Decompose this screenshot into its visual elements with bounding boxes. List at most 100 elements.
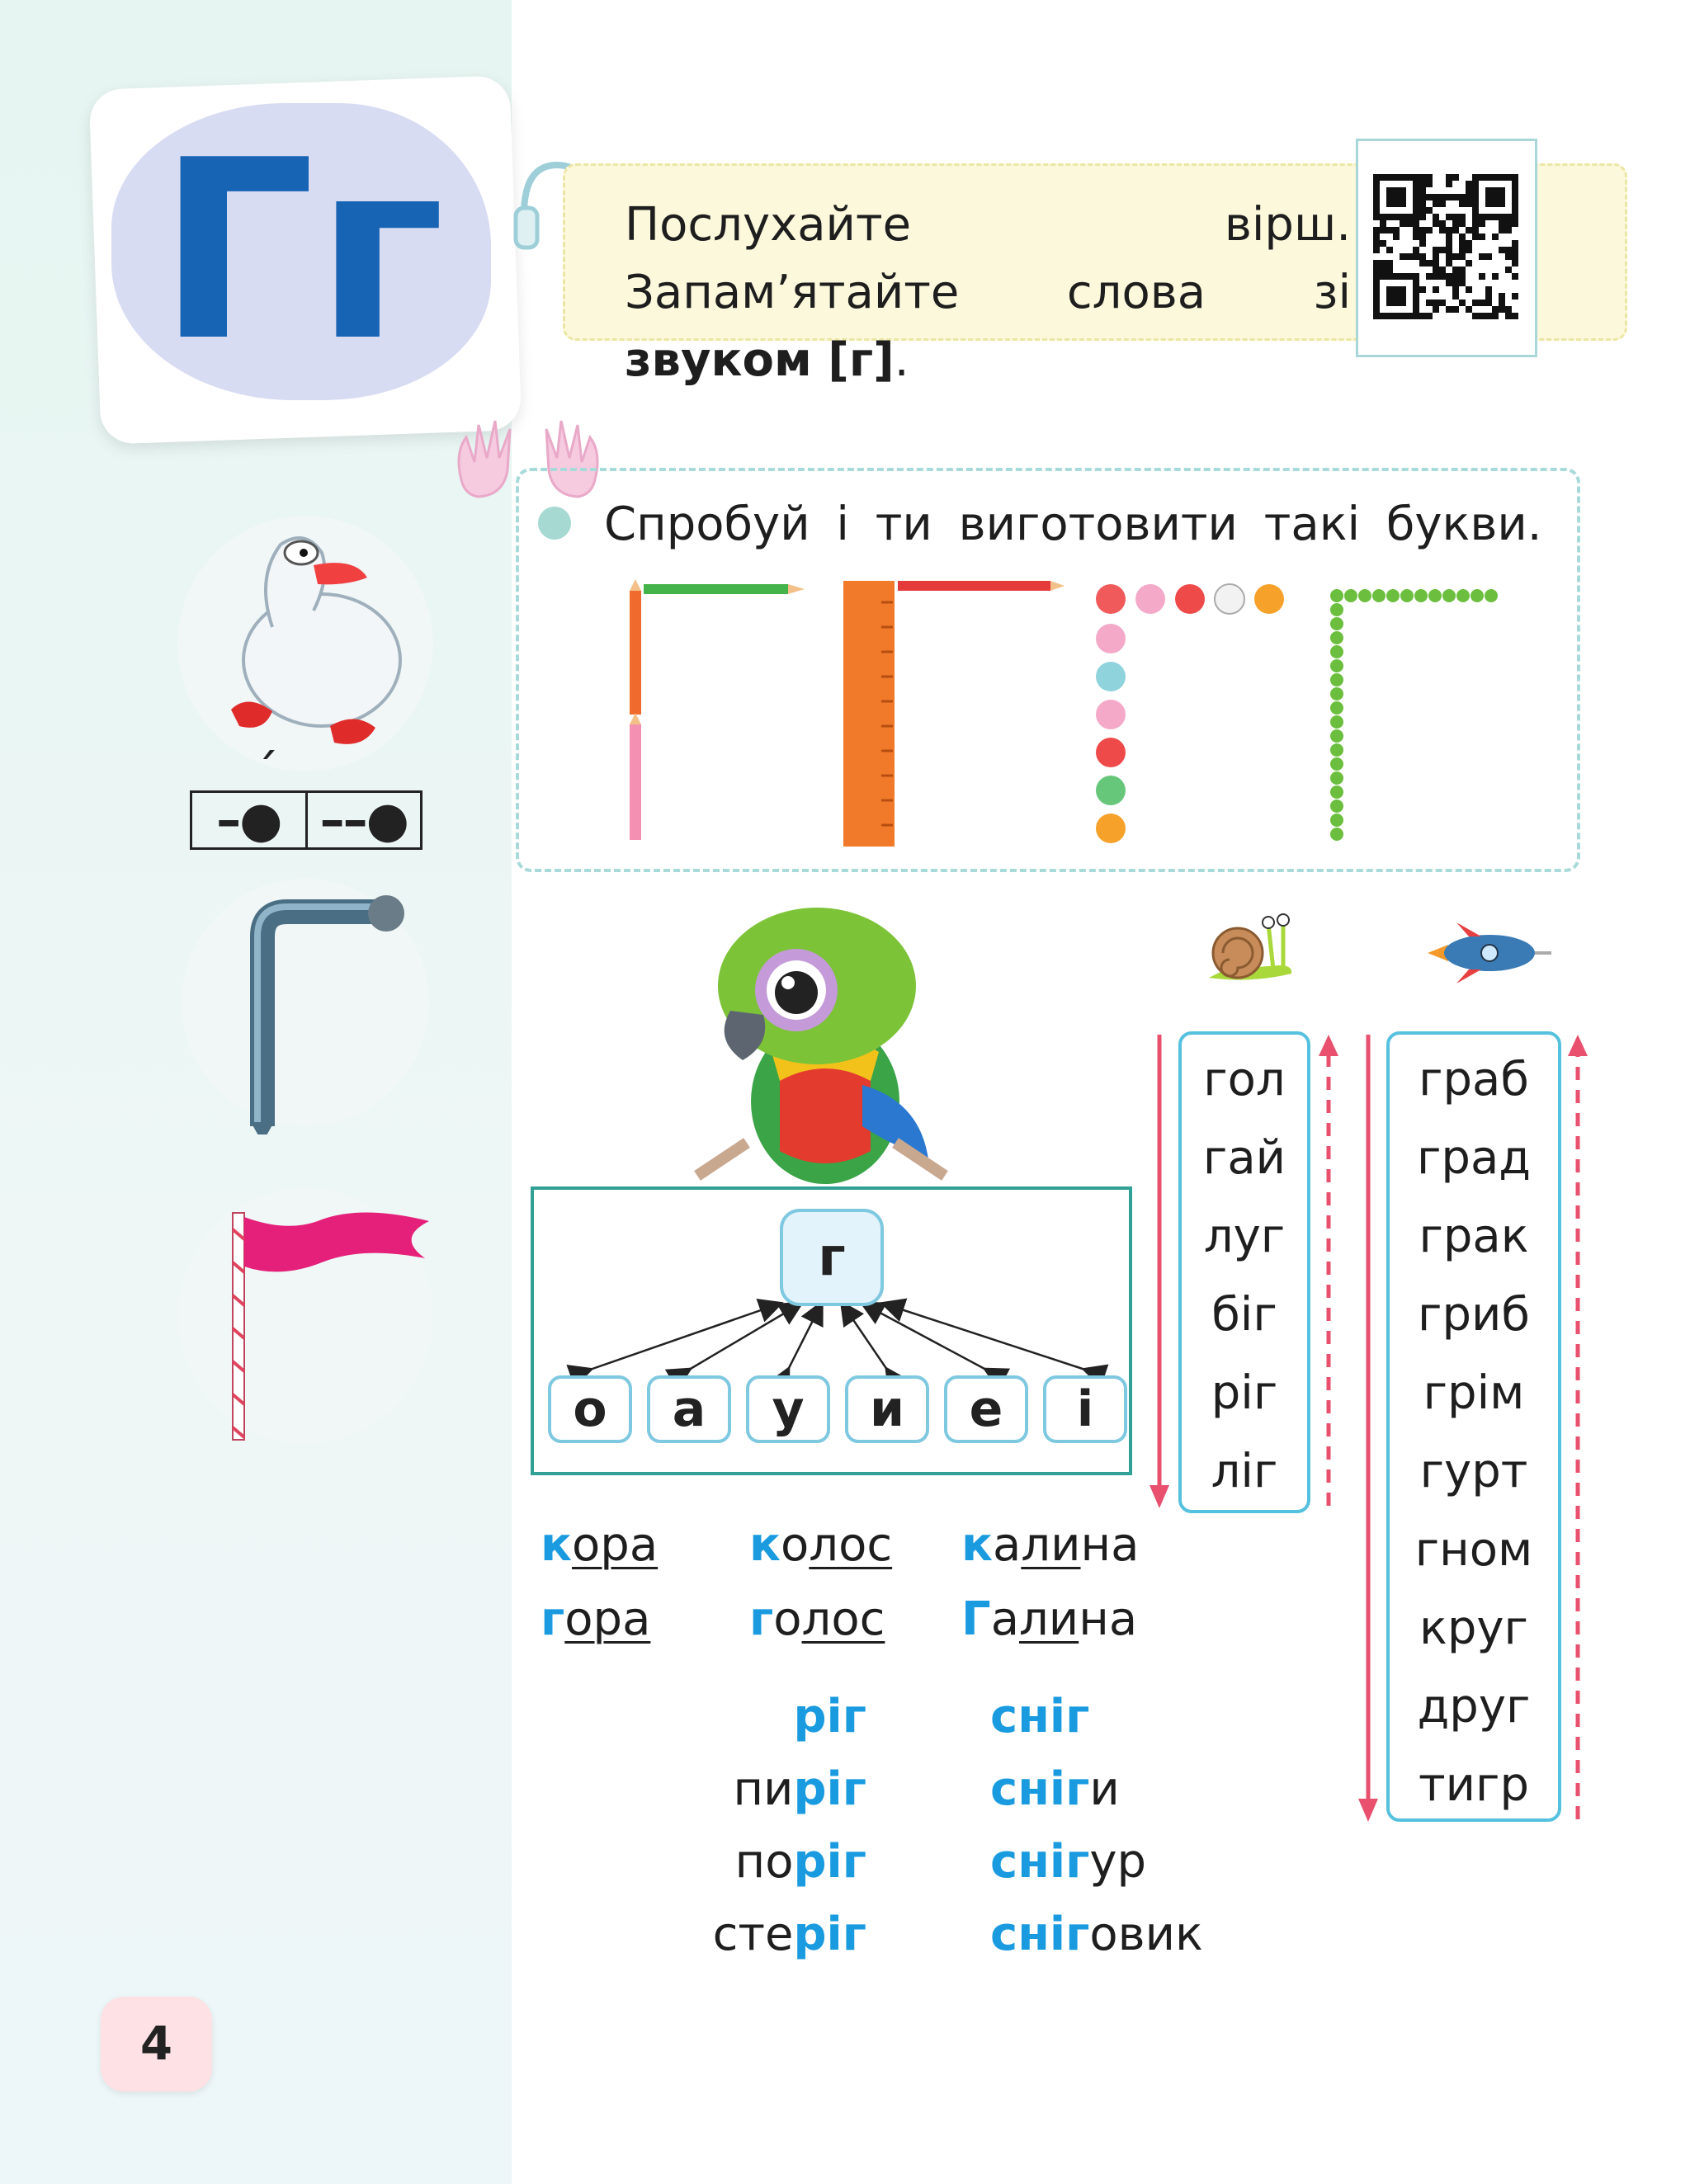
rhyme-rig-4: стеріг [627, 1908, 866, 1961]
buttons-letter-icon [1096, 583, 1284, 843]
rhyme-rig-2: пиріг [627, 1762, 866, 1816]
rhyme-root: сніг [990, 1690, 1090, 1743]
big-letter-title: Гг [158, 107, 445, 395]
listen-instruction-bold: звуком [г] [625, 333, 895, 387]
vowel-cell-3: у [746, 1375, 830, 1443]
long-word: град [1416, 1131, 1531, 1185]
flag-icon [231, 1212, 429, 1441]
page-number: 4 [101, 1997, 212, 2092]
pair-rest: ора [572, 1518, 659, 1572]
long-word: друг [1417, 1680, 1531, 1734]
rhyme-root: ріг [793, 1835, 866, 1889]
qr-code[interactable] [1356, 139, 1537, 357]
rhyme-rig-1: ріг [627, 1690, 866, 1743]
bullet-dot [538, 507, 571, 540]
pencil-letter-icon [630, 579, 805, 840]
word-column-short: гол гай луг біг ріг ліг [1178, 1031, 1310, 1513]
scheme-cell-2: ––● [319, 791, 409, 849]
pair-rest: на [1080, 1518, 1140, 1572]
word-column-long: граб град грак гриб грім гурт гном круг … [1386, 1031, 1561, 1822]
long-word: грак [1419, 1210, 1529, 1263]
vowel-cell-6: і [1043, 1375, 1127, 1443]
sound-scheme: –● ––● [190, 790, 422, 850]
word-pair-kalyna: калина [961, 1518, 1139, 1572]
vowel-cell-2: а [647, 1375, 731, 1443]
long-word: гриб [1418, 1288, 1530, 1342]
rhyme-snig-4: сніговик [990, 1908, 1203, 1961]
long-word: гном [1414, 1523, 1533, 1577]
pair-underlined: лос [801, 1592, 885, 1646]
duck-icon [231, 536, 402, 744]
craft-box [516, 468, 1580, 872]
pair-rest: на [1079, 1592, 1138, 1646]
pair-first-letter: г [541, 1592, 565, 1646]
listen-instruction-text: Послухайте вірш. Запам’ятайте слова зі [625, 198, 1351, 319]
pair-underlined: ли [1019, 1592, 1079, 1646]
pair-first-letter: к [541, 1518, 573, 1572]
rhyme-root: сніг [990, 1908, 1090, 1961]
qr-code-icon [1373, 174, 1518, 319]
craft-instruction: Спробуй і ти виготовити такі букви. [604, 498, 1542, 551]
rhyme-root: ріг [793, 1762, 866, 1816]
rhyme-prefix: пи [733, 1762, 794, 1816]
listen-instruction: Послухайте вірш. Запам’ятайте слова зі з… [625, 191, 1351, 394]
long-word: гурт [1419, 1445, 1528, 1498]
letter-card-blob [111, 103, 491, 400]
word-pair-holos: голос [749, 1592, 885, 1646]
syllable-arrows [566, 1298, 1109, 1394]
rhyme-suffix: овик [1089, 1908, 1203, 1961]
snail-icon [1209, 913, 1292, 980]
rhyme-snig-1: сніг [990, 1690, 1089, 1743]
beads-letter-icon [1330, 589, 1498, 841]
short-word: ріг [1211, 1366, 1278, 1420]
pair-underlined: ли [1021, 1518, 1081, 1572]
short-word: біг [1211, 1288, 1277, 1342]
rhyme-prefix: сте [712, 1908, 794, 1961]
rhyme-root: ріг [793, 1908, 866, 1961]
word-pair-hora: гора [541, 1592, 650, 1646]
short-word: ліг [1211, 1445, 1278, 1498]
rhyme-snig-3: снігур [990, 1835, 1146, 1889]
pair-underlined: лос [809, 1518, 893, 1572]
rhyme-suffix: ур [1089, 1835, 1147, 1889]
listen-instruction-end: . [894, 333, 909, 387]
vowel-cell-5: е [944, 1375, 1028, 1443]
hands-icon [457, 420, 599, 498]
long-word: граб [1419, 1053, 1529, 1106]
read-direction-arrows-long [1358, 1035, 1588, 1822]
consonant-cell: г [780, 1209, 884, 1306]
pair-first-letter: г [749, 1592, 774, 1646]
rhyme-prefix: по [734, 1835, 794, 1889]
rhyme-rig-3: поріг [627, 1835, 866, 1889]
word-pair-kolos: колос [749, 1518, 892, 1572]
pair-rest: о [773, 1592, 802, 1646]
vowel-cell-4: и [845, 1375, 929, 1443]
bent-pipe-icon [250, 895, 404, 1134]
vowel-cell-1: о [548, 1375, 632, 1443]
short-word: гол [1203, 1053, 1286, 1106]
word-pair-halyna: Галина [961, 1592, 1137, 1646]
long-word: круг [1419, 1601, 1528, 1655]
parrot-icon [694, 908, 948, 1184]
pair-rest: о [781, 1518, 810, 1572]
pair-rest: а [990, 1592, 1020, 1646]
rocket-icon [1428, 922, 1551, 984]
rhyme-suffix: и [1089, 1762, 1120, 1816]
pair-first-letter: к [961, 1518, 994, 1572]
scheme-cell-1: –● [192, 791, 308, 849]
pair-rest: а [993, 1518, 1022, 1572]
long-word: тигр [1419, 1758, 1529, 1812]
rhyme-root: сніг [990, 1762, 1090, 1816]
read-direction-arrows-short [1149, 1035, 1338, 1508]
rhyme-root: сніг [990, 1835, 1090, 1889]
pair-rest: ора [564, 1592, 651, 1646]
word-pair-kora: кора [541, 1518, 658, 1572]
short-word: луг [1203, 1210, 1286, 1263]
ruler-letter-icon [843, 581, 1065, 847]
long-word: грім [1423, 1366, 1525, 1420]
short-word: гай [1202, 1131, 1286, 1185]
rhyme-snig-2: сніги [990, 1762, 1120, 1816]
pair-first-letter: Г [961, 1592, 991, 1646]
pair-first-letter: к [749, 1518, 781, 1572]
rhyme-root: ріг [793, 1690, 866, 1743]
